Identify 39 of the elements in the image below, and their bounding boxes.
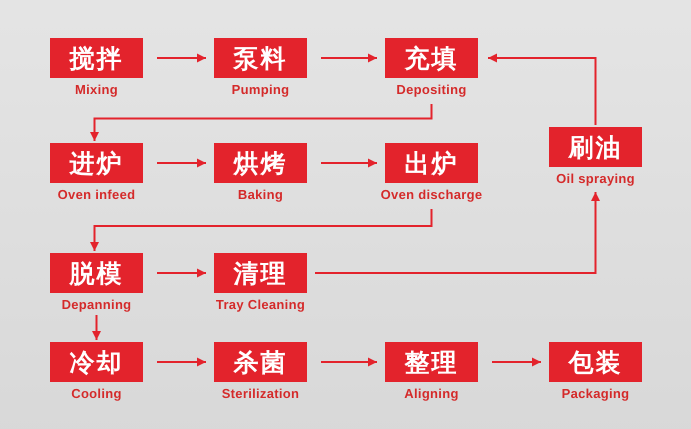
step-caption: Oven discharge <box>380 187 482 202</box>
arrow <box>157 54 206 62</box>
step-title: 烘烤 <box>234 150 288 176</box>
step-title: 整理 <box>404 350 458 374</box>
step-caption: Oil spraying <box>556 171 635 186</box>
step-title: 包装 <box>568 350 622 374</box>
step-title: 进炉 <box>70 150 124 176</box>
arrow <box>321 358 377 366</box>
step-caption: Baking <box>238 187 284 202</box>
step-title: 泵料 <box>234 46 288 70</box>
step-title: 脱模 <box>70 260 124 286</box>
arrow <box>315 192 600 274</box>
arrow <box>92 315 101 340</box>
step-caption: Tray Cleaning <box>216 297 306 312</box>
arrow <box>488 54 596 125</box>
step-title: 清理 <box>234 260 288 286</box>
step-title: 搅拌 <box>70 46 124 70</box>
step-title: 冷却 <box>70 350 124 374</box>
arrow <box>321 158 377 168</box>
arrow <box>90 104 432 141</box>
arrow <box>321 54 377 62</box>
step-title: 刷油 <box>568 134 622 160</box>
step-caption: Cooling <box>71 386 122 401</box>
step-caption: Depanning <box>62 297 132 312</box>
arrow <box>90 209 432 251</box>
step-title: 出炉 <box>404 150 458 176</box>
step-title: 杀菌 <box>234 350 288 374</box>
step-title: 充填 <box>404 46 458 70</box>
step-caption: Oven infeed <box>58 187 136 202</box>
step-caption: Pumping <box>232 82 290 97</box>
step-caption: Depositing <box>396 82 467 97</box>
step-caption: Sterilization <box>222 386 300 401</box>
arrow <box>157 268 206 278</box>
arrow <box>157 158 206 168</box>
step-caption: Mixing <box>75 82 118 97</box>
arrow <box>492 358 541 366</box>
arrow <box>157 358 206 366</box>
step-caption: Aligning <box>404 386 459 401</box>
step-caption: Packaging <box>562 386 630 401</box>
